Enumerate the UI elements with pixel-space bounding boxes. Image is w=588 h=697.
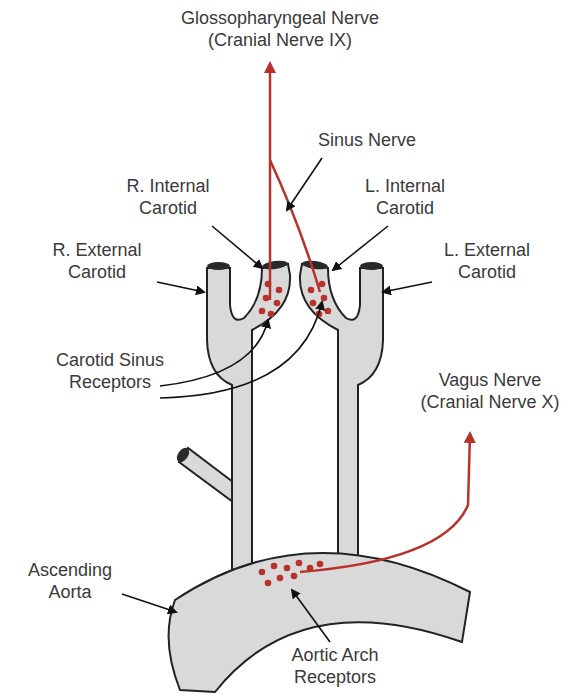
receptor-dot	[319, 281, 326, 288]
part-label: Aortic Arch Receptors	[270, 645, 400, 688]
right-carotid-group	[174, 259, 290, 595]
vessel-opening	[207, 262, 230, 270]
part-label: R. External Carotid	[42, 240, 152, 283]
receptor-dot	[277, 575, 284, 582]
receptor-dot	[284, 565, 291, 572]
aortic-arch-dots	[259, 560, 324, 587]
receptor-dot	[296, 560, 303, 567]
aortic-arch	[169, 553, 470, 692]
receptor-dot	[271, 563, 278, 570]
part-label: Glossopharyngeal Nerve (Cranial Nerve IX…	[150, 8, 410, 51]
part-label: R. Internal Carotid	[113, 176, 223, 219]
receptor-dot	[268, 311, 275, 318]
receptor-dot	[276, 287, 283, 294]
glossopharyngeal-nerve	[269, 64, 272, 300]
receptor-dot	[263, 295, 270, 302]
vessel-opening	[174, 446, 191, 465]
sinus-nerve	[270, 160, 320, 292]
receptor-dot	[259, 569, 266, 576]
receptor-dot	[265, 580, 272, 587]
leader-line	[333, 226, 388, 270]
receptor-dot	[321, 295, 328, 302]
right-carotid-vessel	[207, 264, 290, 595]
vessel-opening	[302, 259, 329, 271]
part-label: L. Internal Carotid	[350, 176, 460, 219]
left-carotid-vessel	[300, 264, 383, 600]
part-label: Carotid Sinus Receptors	[55, 350, 165, 393]
receptor-dot	[259, 308, 266, 315]
left-carotid-group	[300, 259, 383, 600]
leader-line	[212, 226, 262, 268]
vessel-opening	[360, 262, 383, 270]
part-label: Ascending Aorta	[15, 560, 125, 603]
part-label: L. External Carotid	[432, 240, 542, 283]
receptor-dot	[291, 573, 298, 580]
leader-line	[160, 302, 322, 398]
leader-line	[287, 158, 322, 210]
leader-line	[160, 320, 268, 386]
leader-line	[122, 594, 176, 612]
leader-arrows	[122, 158, 432, 642]
receptor-dot	[274, 300, 281, 307]
vessel-opening	[262, 259, 289, 271]
leader-line	[157, 282, 204, 292]
leader-line	[292, 590, 330, 642]
receptor-dot	[317, 561, 324, 568]
leader-line	[383, 282, 432, 292]
vagus-nerve	[300, 434, 470, 572]
receptor-dot	[325, 308, 332, 315]
receptor-dot	[310, 300, 317, 307]
part-label: Vagus Nerve (Cranial Nerve X)	[410, 370, 570, 413]
part-label: Sinus Nerve	[297, 130, 437, 152]
receptor-dot	[308, 287, 315, 294]
